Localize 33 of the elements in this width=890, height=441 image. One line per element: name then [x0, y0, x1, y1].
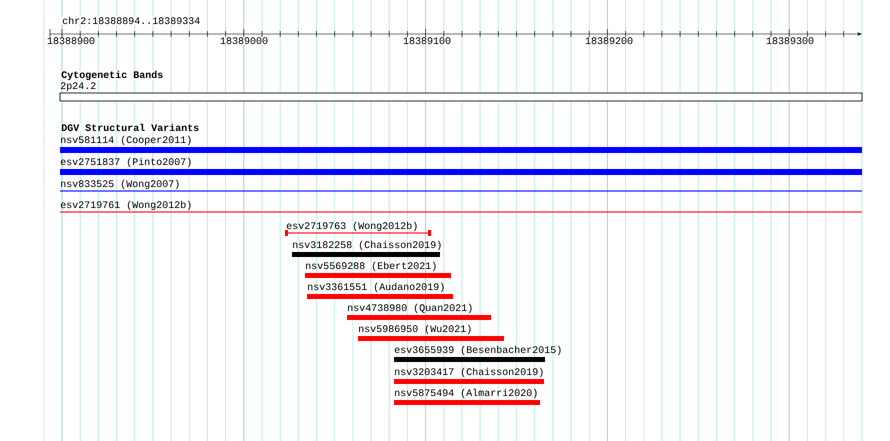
track-heading: DGV Structural Variants	[60, 124, 200, 132]
coordinate-label: chr2:18388894..18389334	[61, 16, 202, 24]
variant-bar: nsv5875494 (Almarri2020)	[394, 388, 540, 405]
node-label: nsv4738980 (Quan2021)	[348, 304, 472, 314]
variant-bar: nsv4738980 (Quan2021)	[347, 304, 491, 320]
node-label: nsv5986950 (Wu2021)	[359, 324, 471, 334]
node-label: nsv3182258 (Chaisson2019)	[293, 240, 441, 250]
variant-bar: nsv3361551 (Audano2019)	[307, 282, 453, 299]
variant-bar: nsv3203417 (Chaisson2019)	[394, 368, 544, 384]
variant-bar: esv2751837 (Pinto2007)	[60, 158, 862, 175]
variant-line: nsv833525 (Wong2007)	[60, 180, 863, 192]
tick-label: 18389100	[402, 37, 452, 44]
track-heading: Cytogenetic Bands	[60, 70, 164, 80]
node-label: nsv581114 (Cooper2011)	[61, 136, 191, 146]
variant-bar: esv3655939 (Besenbacher2015)	[394, 346, 561, 362]
node-label: esv2751837 (Pinto2007)	[60, 158, 191, 168]
node-label: nsv5875494 (Almarri2020)	[395, 388, 537, 398]
variant-bar: nsv5569288 (Ebert2021)	[305, 262, 451, 278]
tick-label: 18388900	[46, 37, 96, 44]
tick-label: 18389300	[765, 37, 816, 44]
cytoband-box: 2p24.2	[60, 82, 862, 102]
variant-bar: nsv5986950 (Wu2021)	[358, 324, 504, 341]
tick-label: 18389200	[584, 37, 634, 44]
node-label: esv3655939 (Besenbacher2015)	[394, 346, 561, 356]
tick-label: 18389000	[219, 37, 269, 44]
variant-line: esv2719761 (Wong2012b)	[60, 200, 863, 212]
node-label: nsv5569288 (Ebert2021)	[306, 262, 436, 272]
node-label: 2p24.2	[60, 82, 96, 92]
variant-bar: nsv581114 (Cooper2011)	[60, 136, 862, 153]
variant-bar: nsv3182258 (Chaisson2019)	[292, 240, 441, 257]
variant-line: esv2719763 (Wong2012b)	[285, 222, 431, 236]
node-label: nsv3203417 (Chaisson2019)	[395, 368, 543, 378]
node-label: nsv3361551 (Audano2019)	[308, 282, 444, 292]
